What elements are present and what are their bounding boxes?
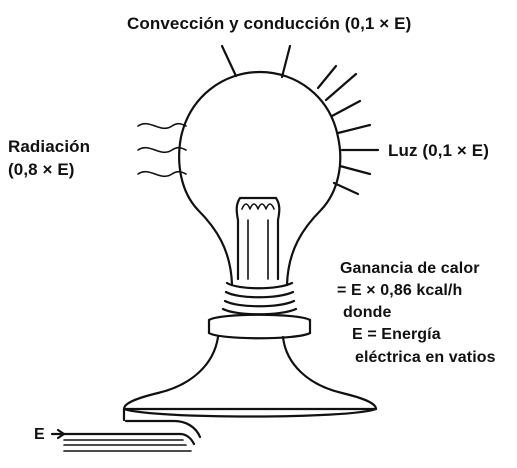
heat-gain-line-3: donde	[343, 304, 392, 321]
radiation-wave-1	[137, 122, 187, 130]
filament-support	[235, 196, 281, 281]
light-label: Luz (0,1 × E)	[388, 141, 489, 160]
radiation-wave-2	[137, 146, 187, 154]
neck-band-2	[224, 290, 295, 299]
socket-top	[207, 313, 312, 322]
heat-gain-line-4: E = Energía	[352, 326, 441, 343]
wire-lower	[62, 432, 196, 446]
radiation-label-line-1: Radiación	[8, 137, 91, 156]
neck-band-4	[221, 307, 298, 316]
input-arrow-head	[56, 428, 66, 440]
convection-label: Convección y conducción (0,1 × E)	[127, 14, 412, 33]
filament-coil	[241, 203, 275, 210]
light-ray-1	[316, 64, 338, 90]
convection-line-right	[280, 44, 292, 79]
neck-band-3	[223, 299, 296, 308]
radiation-label-line-2: (0,8 × E)	[8, 160, 75, 179]
light-ray-4	[336, 123, 372, 135]
input-energy-marker: E	[34, 426, 45, 443]
light-ray-2	[324, 72, 358, 102]
socket-collar	[207, 331, 312, 340]
socket-bell	[122, 335, 378, 411]
light-ray-3	[330, 99, 362, 118]
wire-upper	[124, 419, 202, 439]
base-plate	[122, 407, 378, 418]
light-ray-6	[338, 164, 372, 176]
neck-band-1	[225, 281, 294, 290]
heat-gain-line-1: Ganancia de calor	[340, 260, 480, 277]
radiation-wave-3	[137, 170, 187, 178]
heat-gain-line-2: = E × 0,86 kcal/h	[337, 282, 463, 299]
heat-gain-line-5: eléctrica en vatios	[355, 349, 496, 366]
bulb-glass	[178, 70, 342, 287]
light-ray-7	[332, 181, 360, 196]
convection-line-left	[220, 44, 238, 78]
